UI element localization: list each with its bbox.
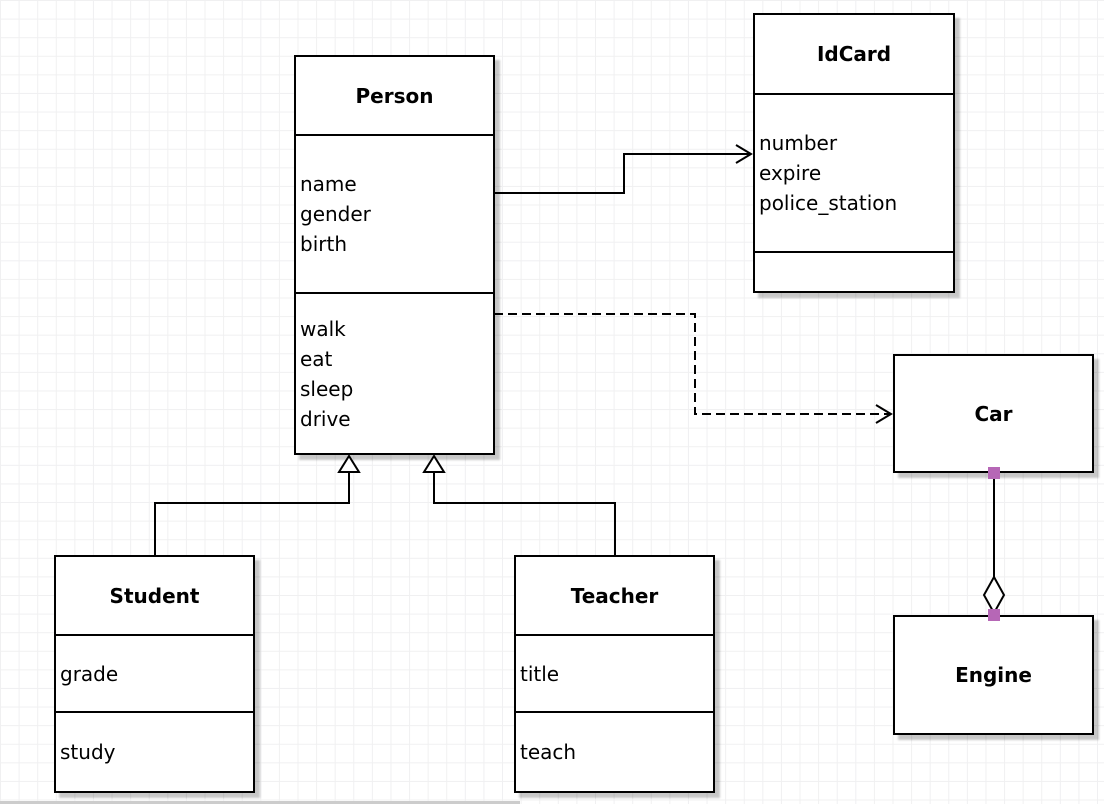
attribute-label: birth	[300, 232, 347, 256]
class-student-methods: study	[56, 713, 253, 791]
attribute-label: grade	[60, 661, 119, 686]
class-student-title: Student	[56, 557, 253, 636]
hollow-diamond-marker	[982, 574, 1006, 616]
attribute-label: number	[759, 131, 838, 155]
aggregation-car-engine[interactable]	[982, 467, 1006, 621]
class-student[interactable]: Student grade study	[54, 555, 255, 793]
class-idcard-methods	[755, 253, 953, 291]
class-person-attributes: name gender birth	[296, 136, 493, 294]
attribute-label: gender	[300, 202, 371, 226]
attribute-label: title	[520, 661, 560, 686]
class-teacher-title: Teacher	[516, 557, 713, 636]
open-arrowhead	[735, 144, 753, 164]
class-teacher-methods: teach	[516, 713, 713, 791]
class-teacher[interactable]: Teacher title teach	[514, 555, 715, 793]
attribute-label: police_station	[759, 191, 898, 215]
open-arrowhead	[875, 404, 893, 424]
method-label: teach	[520, 740, 577, 764]
hollow-triangle-marker	[337, 454, 361, 473]
class-student-attributes: grade	[56, 636, 253, 713]
class-person[interactable]: Person name gender birth walk eat sleep …	[294, 55, 495, 455]
generalization-student-person[interactable]	[154, 454, 361, 555]
class-idcard-attributes: number expire police_station	[755, 95, 953, 253]
class-person-methods: walk eat sleep drive	[296, 294, 493, 453]
dependency-person-car[interactable]	[494, 313, 893, 424]
class-car-title: Car	[974, 401, 1013, 426]
association-person-idcard[interactable]	[494, 144, 753, 194]
class-person-title: Person	[296, 57, 493, 136]
method-label: study	[60, 740, 116, 764]
class-idcard-title: IdCard	[755, 15, 953, 95]
class-engine[interactable]: Engine	[893, 615, 1094, 735]
class-teacher-attributes: title	[516, 636, 713, 713]
hollow-triangle-marker	[422, 454, 446, 473]
class-engine-title: Engine	[955, 663, 1032, 687]
class-car[interactable]: Car	[893, 354, 1094, 473]
canvas-bottom-strip	[0, 801, 520, 804]
attribute-label: expire	[759, 161, 822, 185]
method-label: sleep	[300, 376, 354, 401]
method-label: walk	[300, 316, 346, 341]
attribute-label: name	[300, 172, 357, 196]
method-label: eat	[300, 346, 333, 371]
generalization-teacher-person[interactable]	[422, 454, 616, 555]
method-label: drive	[300, 406, 351, 431]
class-idcard[interactable]: IdCard number expire police_station	[753, 13, 955, 293]
